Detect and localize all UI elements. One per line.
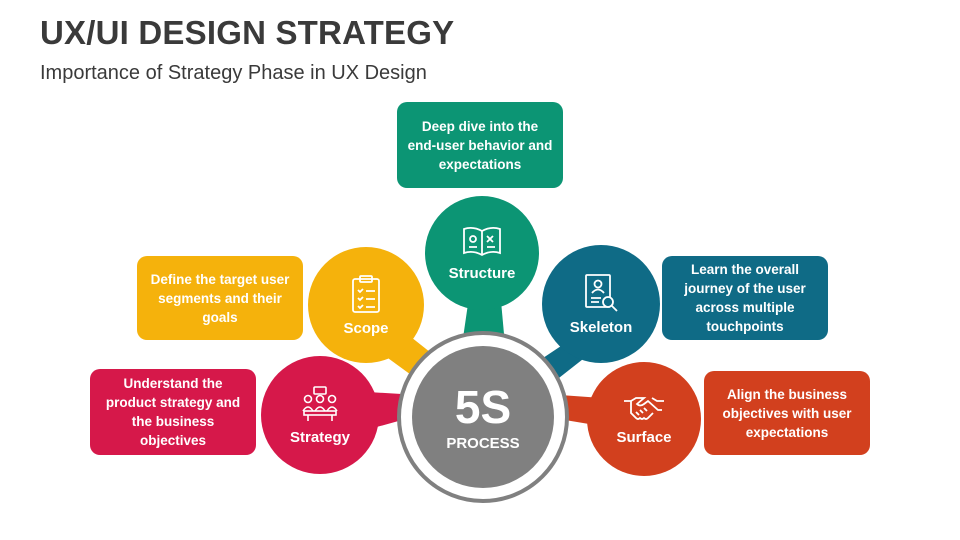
structure-description-box: Deep dive into the end-user behavior and… — [397, 102, 563, 188]
surface-description-box: Align the business objectives with user … — [704, 371, 870, 455]
clipboard-checklist-icon — [352, 274, 380, 313]
structure-description: Deep dive into the end-user behavior and… — [407, 118, 553, 172]
process-hub: 5S PROCESS — [412, 346, 554, 488]
skeleton-description: Learn the overall journey of the user ac… — [684, 262, 806, 334]
surface-circle: Surface — [587, 362, 701, 476]
surface-description: Align the business objectives with user … — [722, 386, 852, 440]
strategy-description: Understand the product strategy and the … — [105, 376, 241, 448]
meeting-icon — [302, 385, 338, 421]
strategy-description-box: Understand the product strategy and the … — [90, 369, 256, 455]
strategy-label: Strategy — [289, 428, 351, 446]
skeleton-label: Skeleton — [569, 318, 633, 336]
hub-title: 5S — [454, 380, 512, 433]
strategy-circle: Strategy — [261, 356, 379, 474]
handshake-icon — [624, 396, 664, 420]
structure-label: Structure — [448, 264, 516, 282]
skeleton-description-box: Learn the overall journey of the user ac… — [662, 256, 828, 340]
scope-label: Scope — [343, 319, 389, 337]
skeleton-circle: Skeleton — [542, 245, 660, 363]
surface-label: Surface — [616, 428, 672, 446]
page-title: UX/UI DESIGN STRATEGY — [40, 14, 455, 51]
scope-description: Define the target user segments and thei… — [150, 271, 290, 325]
hub-subtitle: PROCESS — [446, 434, 520, 452]
scope-circle: Scope — [308, 247, 424, 363]
profile-search-icon — [585, 273, 618, 312]
scope-description-box: Define the target user segments and thei… — [137, 256, 303, 340]
structure-circle: Structure — [425, 196, 539, 310]
page-subtitle: Importance of Strategy Phase in UX Desig… — [40, 62, 427, 84]
open-book-icon — [463, 226, 501, 256]
